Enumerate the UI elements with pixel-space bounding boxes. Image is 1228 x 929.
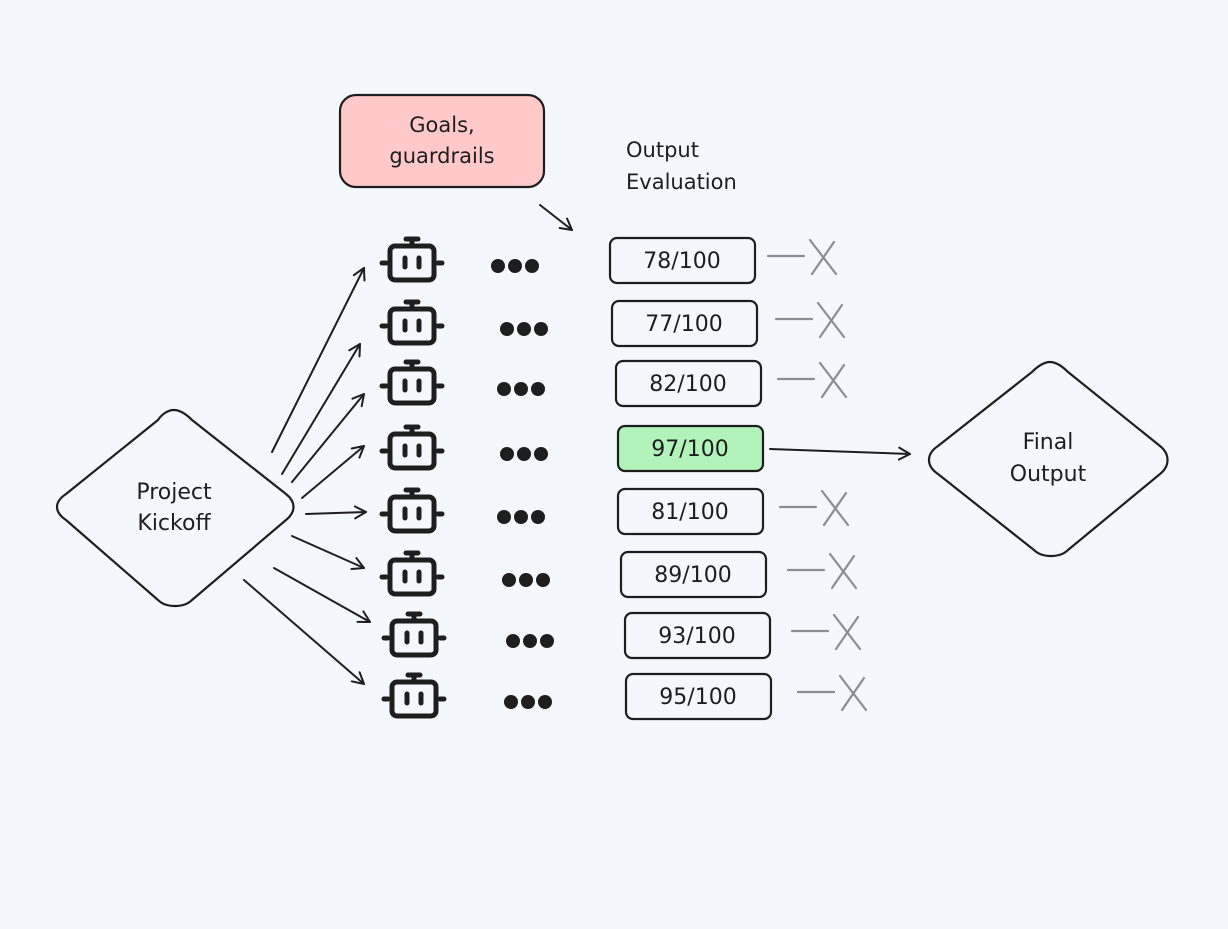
kickoff-arrow — [273, 567, 371, 623]
score-value: 97/100 — [651, 437, 728, 462]
ellipsis-icon — [497, 510, 545, 524]
robot-icon — [379, 236, 445, 283]
final-label-line2: Output — [1010, 462, 1087, 487]
evaluation-heading-line2: Evaluation — [626, 170, 737, 194]
final-output-node: Final Output — [927, 360, 1169, 558]
agent-row: 78/100 — [379, 236, 838, 285]
ellipsis-icon — [497, 382, 545, 396]
goals-label-line1: Goals, — [409, 113, 474, 137]
kickoff-label-line1: Project — [136, 480, 212, 505]
score-box — [624, 672, 773, 721]
evaluation-heading-line1: Output — [626, 138, 699, 162]
robot-icon — [379, 299, 445, 346]
kickoff-arrow — [291, 535, 365, 571]
score-box — [614, 359, 763, 408]
score-value: 78/100 — [643, 249, 720, 274]
score-box — [616, 487, 765, 536]
goals-guardrails-node: Goals, guardrails — [338, 93, 546, 189]
ellipsis-icon — [491, 259, 539, 273]
kickoff-arrows — [243, 267, 371, 685]
score-value: 89/100 — [654, 563, 731, 588]
robot-icon — [379, 550, 445, 597]
robot-icon — [379, 424, 445, 471]
kickoff-arrow — [291, 393, 365, 483]
x-mark-icon — [786, 552, 858, 590]
robot-icon — [379, 359, 445, 406]
final-label-line1: Final — [1023, 430, 1074, 455]
ellipsis-icon — [500, 447, 548, 461]
score-box-selected — [616, 424, 765, 473]
kickoff-arrow — [301, 445, 365, 499]
x-mark-icon — [766, 238, 838, 276]
score-value: 95/100 — [659, 685, 736, 710]
agent-row: 95/100 — [381, 672, 868, 721]
x-mark-icon — [774, 301, 846, 339]
x-mark-icon — [790, 613, 862, 651]
ellipsis-icon — [502, 573, 550, 587]
robot-icon — [381, 611, 447, 658]
robot-icon — [379, 487, 445, 534]
score-box — [623, 611, 772, 660]
x-mark-icon — [778, 489, 850, 527]
score-value: 82/100 — [649, 372, 726, 397]
score-value: 93/100 — [658, 624, 735, 649]
score-value: 77/100 — [645, 312, 722, 337]
agent-row: 89/100 — [379, 550, 858, 599]
agent-row: 77/100 — [379, 299, 846, 348]
kickoff-arrow — [305, 505, 367, 520]
agent-row: 97/100 — [379, 424, 765, 473]
project-kickoff-node: Project Kickoff — [55, 408, 295, 608]
agent-row: 82/100 — [379, 359, 848, 408]
goals-label-line2: guardrails — [389, 144, 494, 168]
score-box — [619, 550, 768, 599]
agent-rows: 78/100 77/100 82/100 97/100 81/100 89/100 93/1… — [379, 236, 868, 721]
x-mark-icon — [776, 361, 848, 399]
ellipsis-icon — [504, 695, 552, 709]
ellipsis-icon — [500, 322, 548, 336]
score-box — [610, 299, 759, 348]
score-value: 81/100 — [651, 500, 728, 525]
kickoff-label-line2: Kickoff — [137, 511, 211, 536]
kickoff-arrow — [243, 579, 365, 685]
agent-row: 93/100 — [381, 611, 862, 660]
selected-to-final-arrow — [769, 446, 911, 461]
x-mark-icon — [796, 674, 868, 712]
ellipsis-icon — [506, 634, 554, 648]
goals-to-evaluation-arrow — [539, 204, 573, 231]
score-box — [608, 236, 757, 285]
agent-row: 81/100 — [379, 487, 850, 536]
goals-box — [338, 93, 546, 189]
kickoff-arrow — [281, 343, 361, 475]
kickoff-arrow — [271, 267, 366, 453]
robot-icon — [381, 672, 447, 719]
